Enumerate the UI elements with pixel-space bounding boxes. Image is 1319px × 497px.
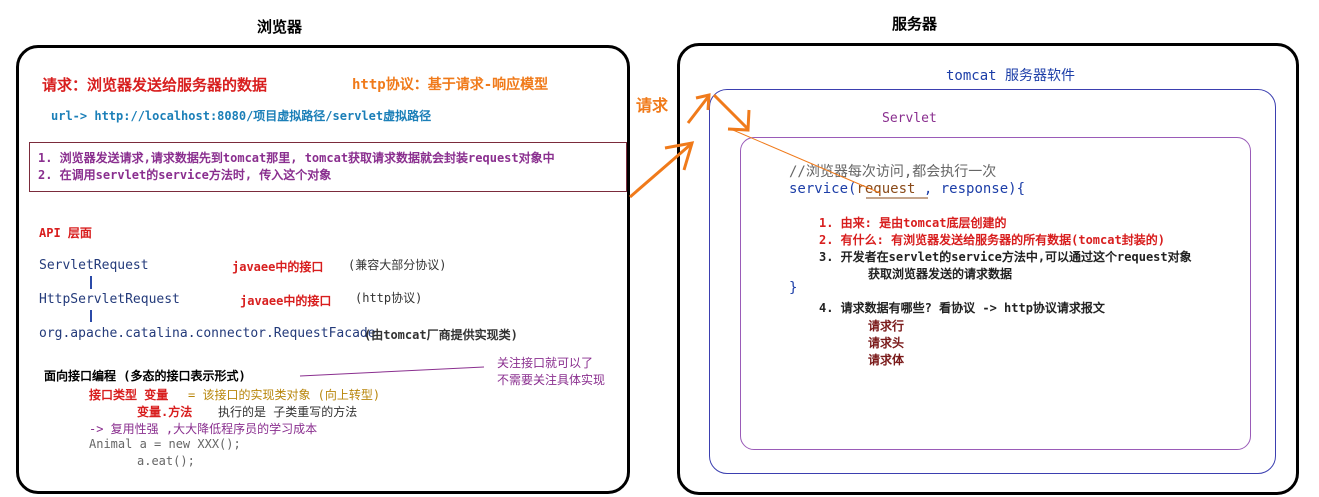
code-line-5: a.eat(); <box>137 454 195 468</box>
code-line-3: -> 复用性强 ,大大降低程序员的学习成本 <box>89 422 318 436</box>
service-request-param: request <box>856 181 916 197</box>
servlet-request-note: javaee中的接口 <box>232 260 324 274</box>
point-3-cont: 获取浏览器发送的请求数据 <box>868 267 1013 281</box>
part-request-header: 请求头 <box>868 336 905 350</box>
step-2: 2. 在调用servlet的service方法时, 传入这个对象 <box>38 168 332 182</box>
question-4: 4. 请求数据有哪些? 看协议 -> http协议请求报文 <box>819 301 1105 315</box>
interface-note-1: 关注接口就可以了 <box>497 356 594 370</box>
service-signature: service(request , response){ <box>789 181 1025 197</box>
servlet-request-extra: (兼容大部分协议) <box>348 258 447 272</box>
server-title: 服务器 <box>892 15 938 33</box>
browser-title: 浏览器 <box>257 18 303 36</box>
servlet-request-name: ServletRequest <box>39 258 149 273</box>
point-2: 2. 有什么: 有浏览器发送给服务器的所有数据(tomcat封装的) <box>819 233 1165 247</box>
part-request-body: 请求体 <box>868 353 905 367</box>
server-panel <box>677 43 1299 495</box>
request-facade-extra: (由tomcat厂商提供实现类) <box>364 328 518 342</box>
service-suffix: , response){ <box>915 181 1026 197</box>
http-servlet-request-name: HttpServletRequest <box>39 292 180 307</box>
api-heading: API 层面 <box>39 226 92 240</box>
interface-heading: 面向接口编程 (多态的接口表示形式) <box>44 369 246 383</box>
tomcat-box <box>709 89 1276 474</box>
code-line-2b: 执行的是 子类重写的方法 <box>218 405 358 419</box>
servlet-label: Servlet <box>882 111 937 126</box>
interface-note-2: 不需要关注具体实现 <box>497 373 606 387</box>
point-3: 3. 开发者在servlet的service方法中,可以通过这个request对… <box>819 250 1192 264</box>
request-facade-name: org.apache.catalina.connector.RequestFac… <box>39 326 376 341</box>
browser-panel <box>16 45 630 494</box>
steps-box <box>29 142 627 192</box>
code-line-2a: 变量.方法 <box>137 405 193 419</box>
url-line: url-> http://localhost:8080/项目虚拟路径/servl… <box>51 109 432 123</box>
point-1: 1. 由来: 是由tomcat底层创建的 <box>819 216 1007 230</box>
request-heading: 请求：浏览器发送给服务器的数据 <box>42 76 268 94</box>
service-prefix: service( <box>789 181 857 197</box>
code-line-4: Animal a = new XXX(); <box>89 437 241 451</box>
step-1: 1. 浏览器发送请求,请求数据先到tomcat那里, tomcat获取请求数据就… <box>38 151 555 165</box>
servlet-box <box>740 137 1251 450</box>
service-close-brace: } <box>789 280 798 296</box>
http-servlet-request-extra: (http协议) <box>355 291 423 305</box>
code-line-1a: 接口类型 变量 <box>89 388 169 402</box>
tomcat-label: tomcat 服务器软件 <box>946 68 1076 84</box>
code-line-1b: = 该接口的实现类对象 (向上转型) <box>188 388 381 402</box>
http-servlet-request-note: javaee中的接口 <box>240 294 332 308</box>
part-request-line: 请求行 <box>868 319 905 333</box>
request-arrow-label: 请求 <box>636 96 669 115</box>
http-heading: http协议：基于请求-响应模型 <box>352 77 549 93</box>
